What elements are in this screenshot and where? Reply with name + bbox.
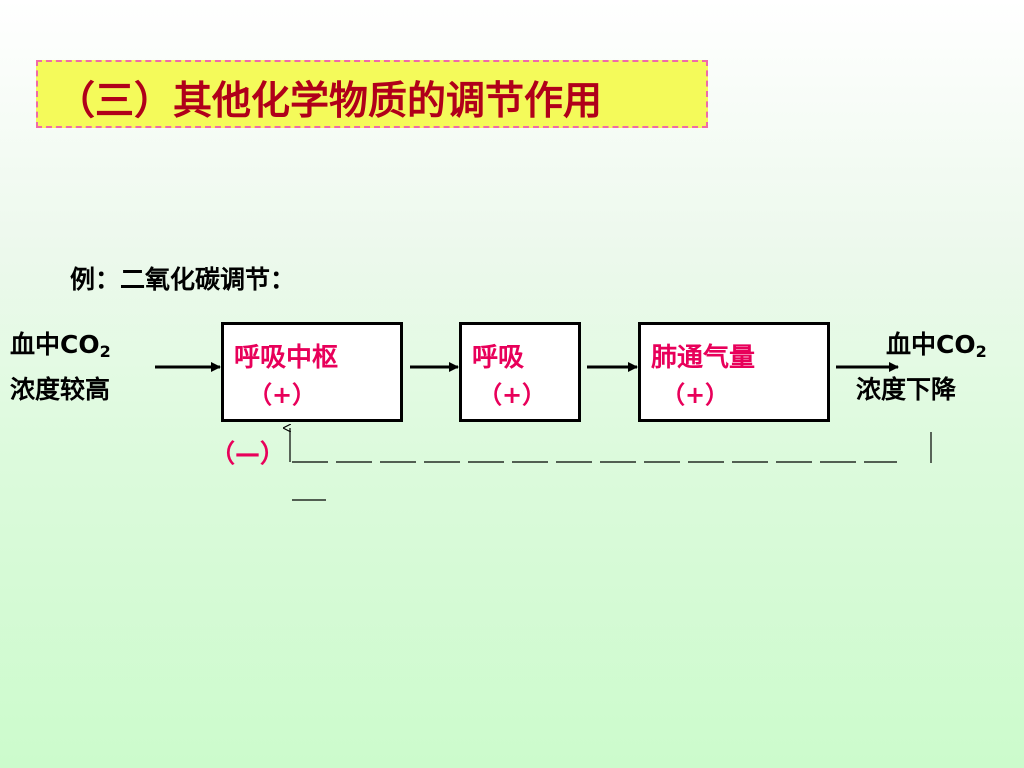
title-box: （三）其他化学物质的调节作用 (36, 60, 708, 128)
left-label: 血中CO2 浓度较高 (10, 330, 111, 405)
right-label: 血中CO2 浓度下降 (856, 330, 987, 405)
slide-title: （三）其他化学物质的调节作用 (56, 79, 603, 124)
example-label: 例：二氧化碳调节： (70, 265, 296, 294)
pulmonary-ventilation-label: 肺通气量 (651, 343, 756, 373)
respiratory-center-box: 呼吸中枢 （+） (221, 322, 403, 422)
respiration-box: 呼吸 （+） (459, 322, 581, 422)
left-label-line1: 血中CO2 (10, 330, 111, 361)
respiratory-center-sign: （+） (248, 381, 317, 409)
pulmonary-ventilation-box: 肺通气量 （+） (638, 322, 830, 422)
respiration-label: 呼吸 (472, 343, 525, 373)
pulmonary-ventilation-sign: （+） (661, 381, 730, 409)
feedback-sign: （—） (210, 439, 286, 468)
right-label-line1: 血中CO2 (886, 330, 987, 361)
right-label-line2: 浓度下降 (856, 375, 957, 404)
respiration-sign: （+） (478, 381, 547, 409)
respiratory-center-label: 呼吸中枢 (234, 343, 339, 373)
left-label-line2: 浓度较高 (10, 375, 111, 404)
